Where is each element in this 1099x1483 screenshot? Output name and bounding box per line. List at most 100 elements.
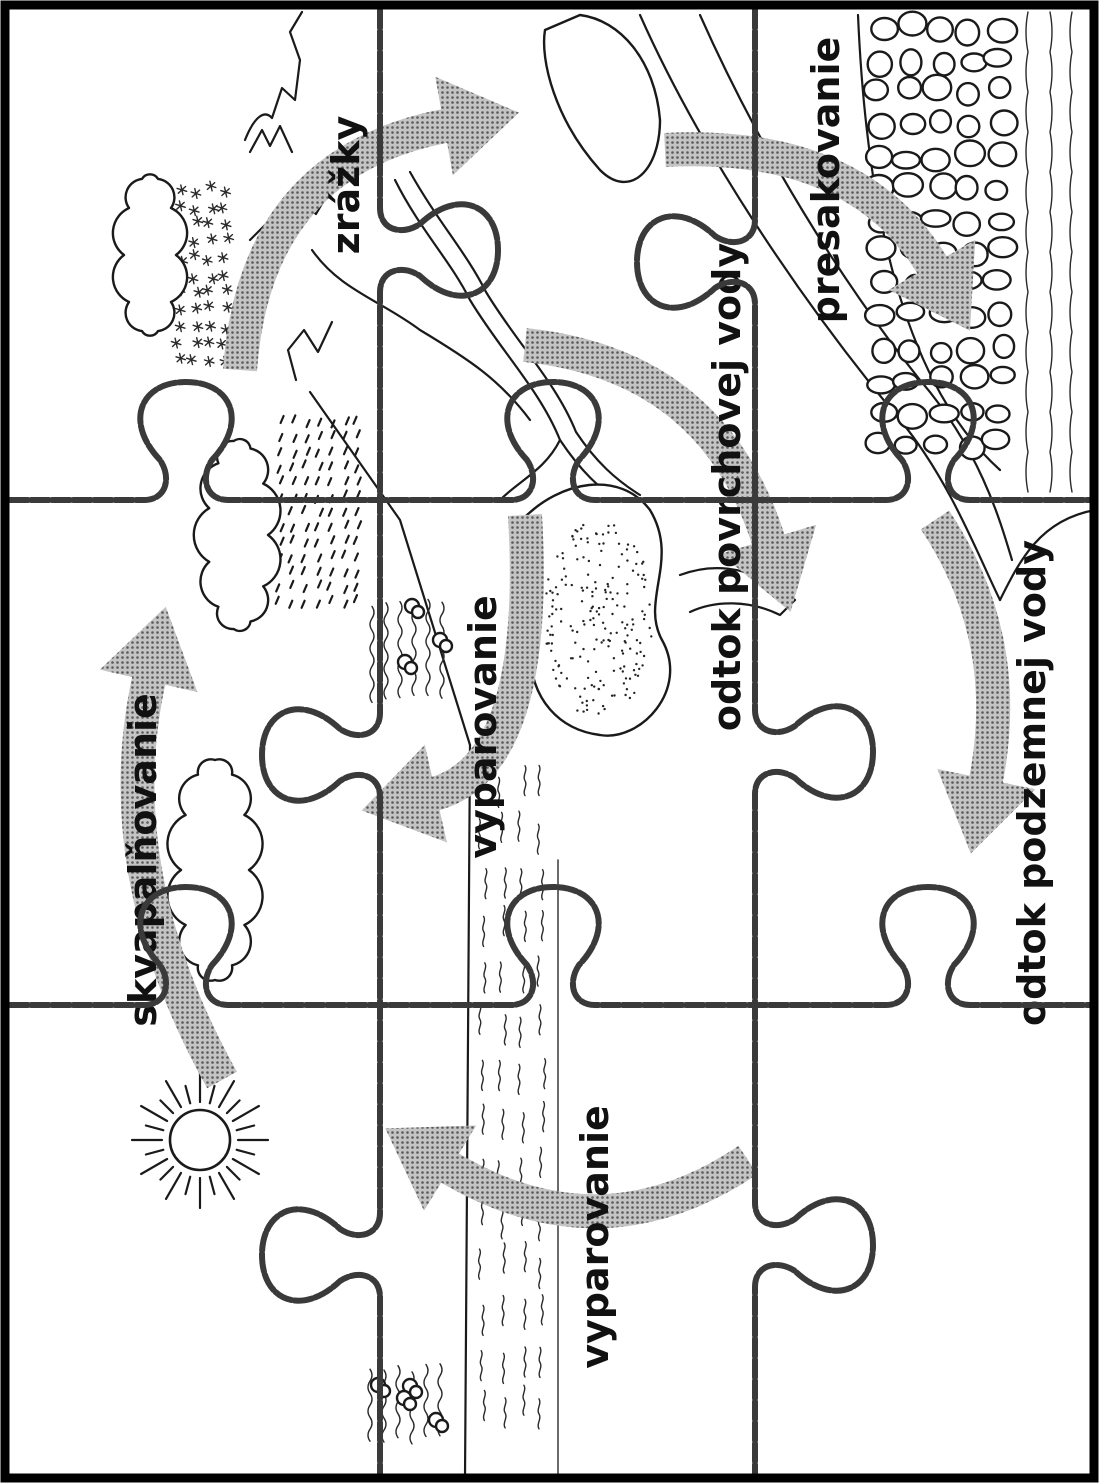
label-groundwater-runoff: odtok podzemnej vody [1010, 540, 1054, 1026]
sand-dot [588, 560, 590, 562]
sand-dot [639, 651, 641, 653]
sand-dot [571, 584, 573, 586]
stone-icon [988, 303, 1011, 326]
label-infiltration: presakovanie [804, 37, 848, 324]
label-surface-runoff: odtok povrchovej vody [705, 243, 749, 731]
sand-dot [586, 704, 588, 706]
sand-dot [626, 559, 628, 561]
stone-icon [954, 213, 980, 236]
sand-dot [586, 537, 588, 539]
stone-icon [986, 406, 1009, 423]
sand-dot [582, 524, 584, 526]
sand-dot [643, 574, 645, 576]
sand-dot [613, 694, 615, 696]
sand-dot [613, 657, 615, 659]
sand-dot [594, 581, 596, 583]
sand-dot [598, 607, 600, 609]
sand-dot [576, 631, 578, 633]
sand-dot [616, 632, 618, 634]
sand-dot [551, 625, 553, 627]
sand-dot [565, 584, 567, 586]
stone-icon [994, 335, 1014, 358]
sand-dot [618, 566, 620, 568]
sand-dot [636, 551, 638, 553]
stone-icon [961, 365, 989, 388]
sand-dot [546, 642, 548, 644]
stone-icon [956, 20, 980, 46]
stone-icon [958, 116, 980, 137]
stone-icon [934, 53, 955, 75]
stone-icon [900, 49, 921, 75]
sand-dot [571, 629, 573, 631]
sand-dot [582, 620, 584, 622]
sand-dot [595, 587, 597, 589]
sand-dot [631, 618, 633, 620]
sand-dot [613, 524, 615, 526]
sand-dot [580, 538, 582, 540]
sand-dot [644, 579, 646, 581]
sand-dot [607, 639, 609, 641]
sand-dot [570, 625, 572, 627]
sand-dot [633, 692, 635, 694]
sand-dot [615, 532, 617, 534]
sand-dot [599, 564, 601, 566]
sand-dot [557, 665, 559, 667]
sun-disc [170, 1110, 230, 1170]
sand-dot [607, 585, 609, 587]
sand-dot [572, 538, 574, 540]
sand-dot [595, 533, 597, 535]
sand-dot [552, 599, 554, 601]
sand-dot [604, 589, 606, 591]
stone-icon [927, 17, 953, 41]
sand-dot [621, 650, 623, 652]
sand-dot [643, 655, 645, 657]
sand-dot [626, 583, 628, 585]
cloud-icon [167, 759, 262, 980]
sand-dot [549, 590, 551, 592]
sand-dot [551, 642, 553, 644]
stone-icon [898, 12, 926, 36]
sand-dot [610, 632, 612, 634]
sand-dot [597, 712, 599, 714]
sand-dot [643, 586, 645, 588]
stone-icon [866, 146, 892, 168]
sand-dot [551, 592, 553, 594]
sand-dot [586, 700, 588, 702]
sand-dot [629, 697, 631, 699]
stone-icon [991, 111, 1018, 136]
sand-dot [612, 598, 614, 600]
stone-icon [865, 305, 894, 326]
sand-dot [591, 591, 593, 593]
sand-dot [571, 535, 573, 537]
sand-dot [554, 660, 556, 662]
sand-dot [582, 648, 584, 650]
sand-dot [576, 558, 578, 560]
sand-dot [591, 684, 593, 686]
sand-dot [626, 592, 628, 594]
sand-dot [601, 641, 603, 643]
sand-dot [547, 578, 549, 580]
sand-dot [592, 699, 594, 701]
sandy-beach [522, 485, 670, 736]
label-precipitation: zrážky [324, 115, 368, 254]
sand-dot [592, 617, 594, 619]
sand-dot [642, 561, 644, 563]
sand-dot [579, 656, 581, 658]
sand-dot [549, 634, 551, 636]
sand-dot [641, 664, 643, 666]
sand-dot [587, 660, 589, 662]
sand-dot [555, 608, 557, 610]
sand-dot [625, 677, 627, 679]
sand-dot [624, 641, 626, 643]
sand-dot [626, 634, 628, 636]
stone-icon [956, 176, 978, 199]
sand-dot [552, 634, 554, 636]
vapor-puff [436, 1420, 448, 1432]
stone-icon [986, 181, 1008, 200]
sand-dot [560, 620, 562, 622]
sand-dot [611, 613, 613, 615]
sand-dot [629, 678, 631, 680]
sand-dot [623, 682, 625, 684]
sand-dot [602, 542, 604, 544]
sand-dot [607, 583, 609, 585]
